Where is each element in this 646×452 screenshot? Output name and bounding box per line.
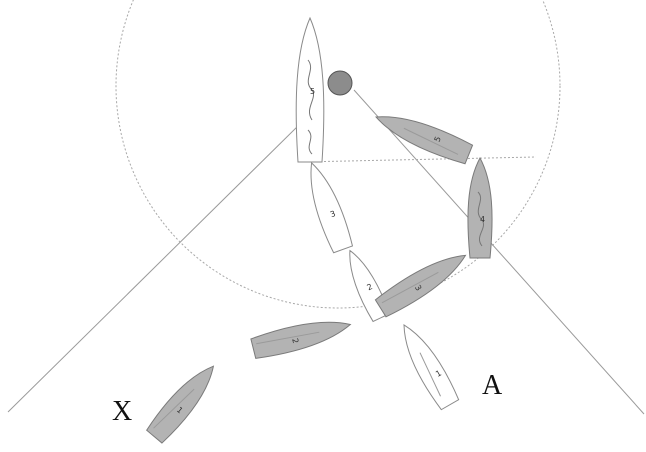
layline-right [353,89,645,415]
boat-number: 1 [175,405,185,415]
boat-number: 4 [480,215,485,224]
grey-boat-position-2: 2 [250,321,352,359]
boat-number: 5 [310,87,315,96]
grey-boat-position-3: 3 [374,254,467,318]
overlap-line [299,156,537,163]
white-boat-position-5: 5 [295,16,325,163]
grey-boat-position-4: 4 [467,156,493,259]
boat-number: 3 [329,209,337,219]
white-boat-track: 1 2 3 5 [295,16,460,411]
boat-number: 1 [434,369,443,379]
white-boat-position-1: 1 [403,324,460,411]
boat-label-x: X [112,396,133,427]
layline-left [7,123,301,413]
grey-boat-track: 1 2 3 4 5 [145,116,493,444]
mark-zone-circle [115,0,561,309]
boat-number: 5 [433,135,443,143]
white-boat-position-3: 3 [310,161,354,254]
boat-number: 2 [366,282,374,292]
boat-number: 2 [290,337,300,344]
grey-boat-position-1: 1 [145,365,215,444]
boat-label-a: A [482,370,503,401]
grey-boat-position-5: 5 [375,116,474,165]
round-mark-icon [327,70,353,96]
boat-number: 3 [413,283,423,292]
